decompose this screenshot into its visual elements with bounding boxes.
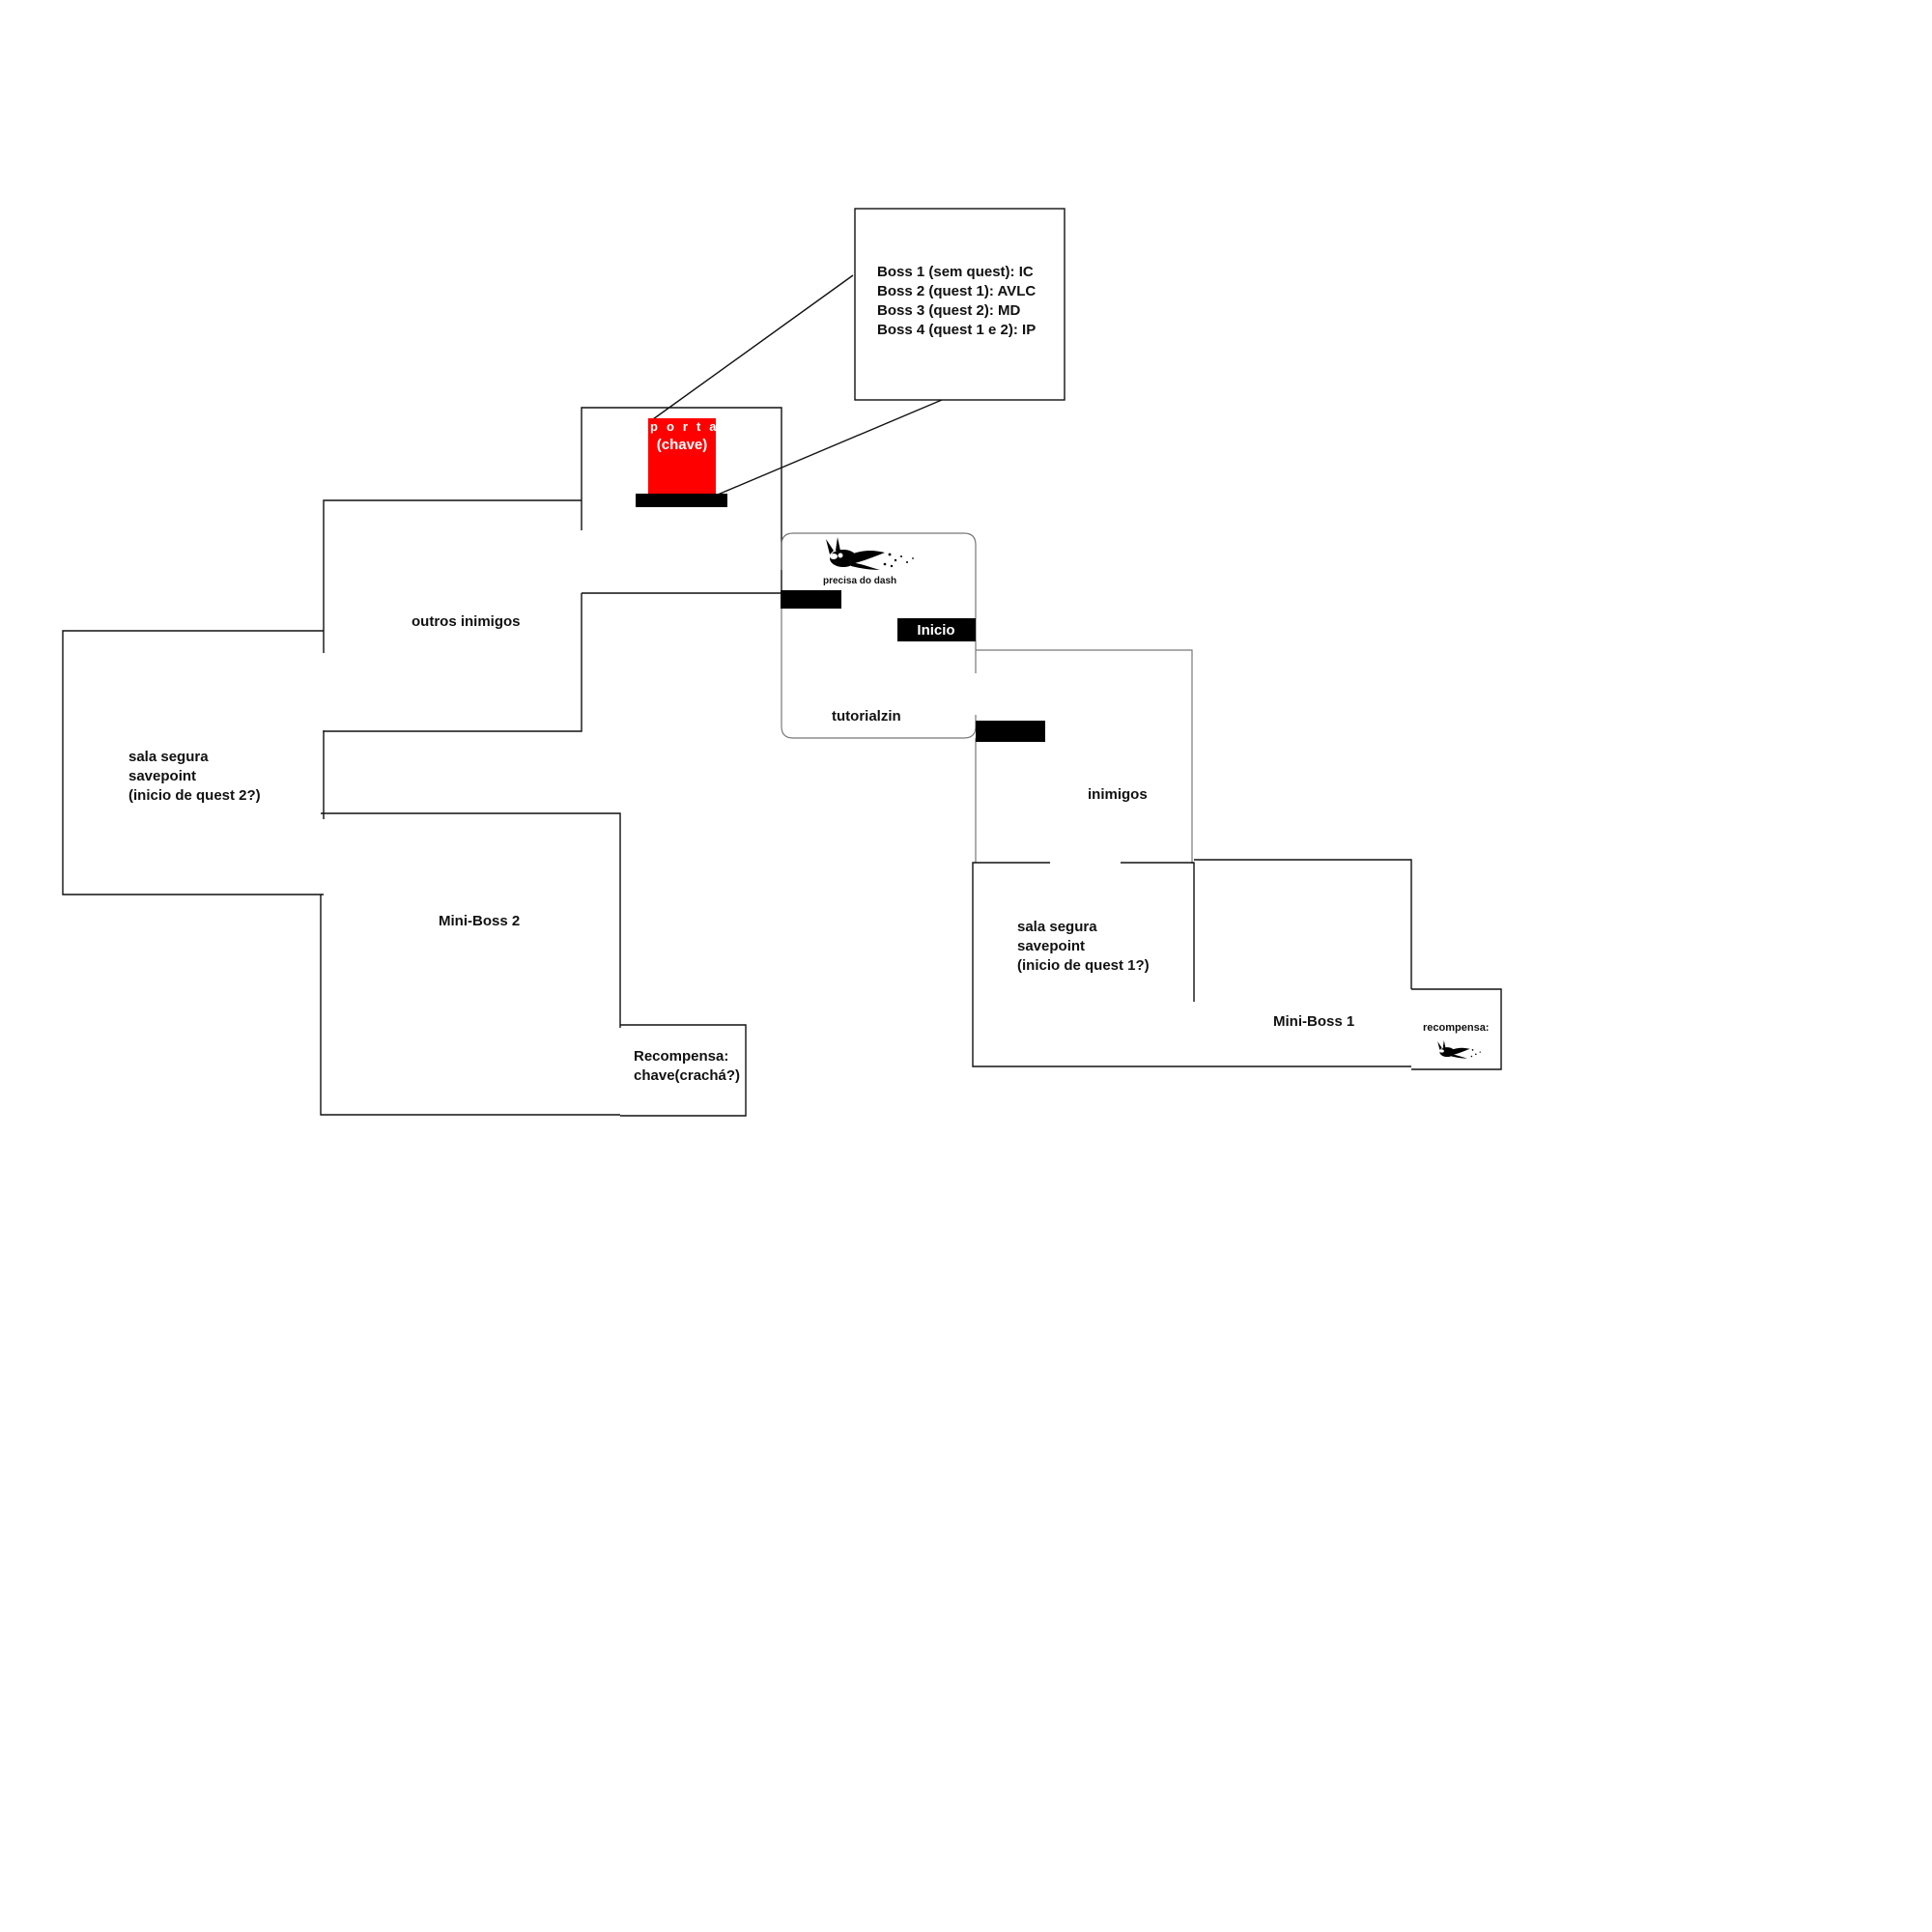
legend-line-2: Boss 2 (quest 1): AVLC	[877, 283, 1036, 299]
reward-2-room: Recompensa: chave(crachá?)	[620, 1024, 747, 1117]
legend-line-1: Boss 1 (sem quest): IC	[877, 264, 1034, 280]
other-enemies-room: outros inimigos	[323, 499, 582, 732]
enemies-room: inimigos	[975, 649, 1193, 864]
safe-room-2-wall	[62, 630, 324, 895]
reward-1-room: recompensa:	[1411, 988, 1502, 1070]
dash-creature-icon	[826, 537, 914, 570]
door-label: porta	[650, 419, 725, 434]
reward-1-wall	[1411, 988, 1502, 1070]
callout-line-bottom	[717, 399, 943, 496]
other-enemies-label: outros inimigos	[412, 613, 521, 630]
enemies-label: inimigos	[1088, 786, 1148, 803]
safe-room-2-line-1: sala segura	[128, 749, 209, 765]
door-room-wall	[581, 407, 782, 593]
other-enemies-wall-bottom	[323, 593, 582, 732]
reward-dash-creature-icon	[1437, 1040, 1481, 1059]
safe-room-2-line-2: savepoint	[128, 768, 196, 784]
safe-room-1-wall-right	[1121, 862, 1195, 1002]
safe-room-1: sala segura savepoint (inicio de quest 1…	[972, 862, 1195, 1067]
door-key-label: (chave)	[657, 437, 708, 453]
reward-2-wall	[620, 1024, 747, 1117]
callout-line-top	[652, 274, 854, 420]
safe-room-1-line-1: sala segura	[1017, 919, 1097, 935]
mini-boss-2-label: Mini-Boss 2	[439, 913, 520, 929]
safe-room-1-wall	[972, 862, 1194, 1067]
mini-boss-1-label: Mini-Boss 1	[1273, 1013, 1354, 1030]
tutorial-room-wall-top	[781, 532, 977, 673]
reward-2-line-2: chave(crachá?)	[634, 1067, 740, 1084]
legend-line-4: Boss 4 (quest 1 e 2): IP	[877, 322, 1036, 338]
safe-room-2: sala segura savepoint (inicio de quest 2…	[62, 630, 325, 895]
tutorial-room: Inicio tutorialzin precisa do dash	[781, 532, 977, 739]
door-platform	[636, 494, 727, 507]
tutorial-platform-left	[781, 590, 841, 609]
other-enemies-wall-top	[323, 499, 582, 653]
dash-note: precisa do dash	[823, 576, 896, 586]
boss-legend: Boss 1 (sem quest): IC Boss 2 (quest 1):…	[652, 208, 1065, 496]
safe-room-1-line-2: savepoint	[1017, 938, 1085, 954]
start-label: Inicio	[917, 622, 954, 639]
tutorial-label: tutorialzin	[832, 708, 901, 724]
enemies-platform	[976, 721, 1045, 742]
mini-boss-2-wall-top	[321, 812, 621, 1028]
safe-room-2-line-3: (inicio de quest 2?)	[128, 787, 261, 804]
door[interactable]	[648, 418, 716, 494]
door-room: porta (chave)	[581, 407, 782, 594]
mini-boss-2-wall-bottom	[320, 895, 620, 1116]
reward-1-label: recompensa:	[1423, 1022, 1489, 1034]
mini-boss-2-room: Mini-Boss 2	[320, 812, 621, 1116]
mini-boss-1-wall-top	[1194, 859, 1412, 989]
tutorial-room-wall-bottom	[781, 609, 977, 739]
legend-box	[854, 208, 1065, 401]
legend-line-3: Boss 3 (quest 2): MD	[877, 302, 1021, 319]
enemies-room-wall	[976, 649, 1193, 864]
reward-2-line-1: Recompensa:	[634, 1048, 728, 1065]
safe-room-1-line-3: (inicio de quest 1?)	[1017, 957, 1150, 974]
start-platform	[897, 618, 976, 641]
mini-boss-1-room: Mini-Boss 1	[1194, 859, 1412, 1067]
